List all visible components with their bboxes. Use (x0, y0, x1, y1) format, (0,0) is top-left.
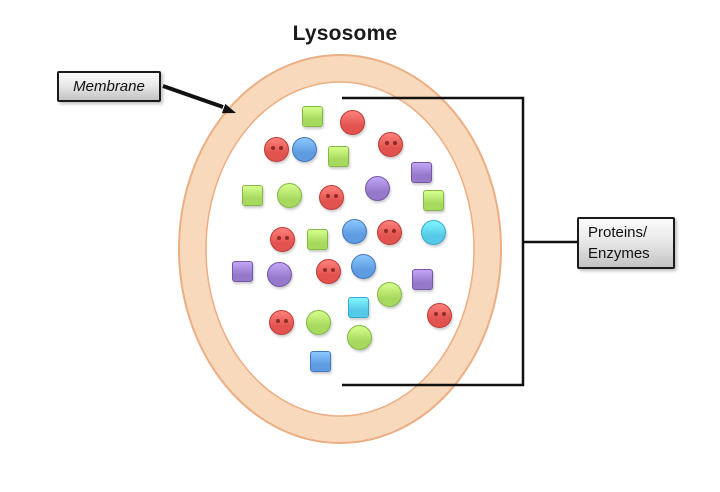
membrane-label-text: Membrane (73, 78, 145, 95)
purple-square-protein (410, 161, 432, 183)
red-circle-protein (315, 258, 341, 284)
enzyme-dot (433, 311, 438, 316)
diagram-title: Lysosome (292, 22, 398, 45)
green-square-protein (306, 228, 328, 250)
red-circle-protein (339, 109, 365, 135)
red-circle-protein (269, 226, 295, 252)
enzyme-dot (392, 140, 397, 145)
red-circle-protein (318, 184, 344, 210)
proteins-label-line1: Proteins/ (588, 224, 648, 241)
purple-square-protein (411, 268, 433, 290)
enzyme-dot (275, 318, 280, 323)
enzyme-dot (270, 145, 275, 150)
purple-circle-protein (266, 261, 292, 287)
red-circle-protein (268, 309, 294, 335)
green-square-protein (301, 105, 323, 127)
membrane-label-box: Membrane (57, 71, 161, 102)
green-square-protein (327, 145, 349, 167)
blue-circle-protein (341, 218, 367, 244)
proteins-enzymes-label-box: Proteins/ Enzymes (577, 217, 675, 269)
purple-square-protein (231, 260, 253, 282)
blue-circle-protein (291, 136, 317, 162)
proteins-label-line2: Enzymes (588, 245, 650, 262)
membrane-arrow-head (221, 103, 236, 114)
purple-circle-protein (364, 175, 390, 201)
green-circle-protein (276, 182, 302, 208)
enzyme-dot (383, 228, 388, 233)
red-circle-protein (376, 219, 402, 245)
red-circle-protein (426, 302, 452, 328)
enzyme-dot (325, 193, 330, 198)
red-circle-protein (263, 136, 289, 162)
green-circle-protein (305, 309, 331, 335)
membrane-arrow-shaft (162, 84, 224, 109)
green-circle-protein (376, 281, 402, 307)
blue-circle-protein (350, 253, 376, 279)
enzyme-dot (384, 140, 389, 145)
enzyme-dot (391, 228, 396, 233)
enzyme-dot (283, 318, 288, 323)
enzyme-dot (333, 193, 338, 198)
green-circle-protein (346, 324, 372, 350)
enzyme-dot (330, 267, 335, 272)
enzyme-dot (284, 235, 289, 240)
enzyme-dot (441, 311, 446, 316)
membrane-arrow (162, 84, 236, 114)
blue-square-protein (309, 350, 331, 372)
green-square-protein (241, 184, 263, 206)
enzyme-dot (276, 235, 281, 240)
enzyme-dot (322, 267, 327, 272)
enzyme-dot (278, 145, 283, 150)
cyan-square-protein (347, 296, 369, 318)
red-circle-protein (377, 131, 403, 157)
green-square-protein (422, 189, 444, 211)
cyan-circle-protein (420, 219, 446, 245)
